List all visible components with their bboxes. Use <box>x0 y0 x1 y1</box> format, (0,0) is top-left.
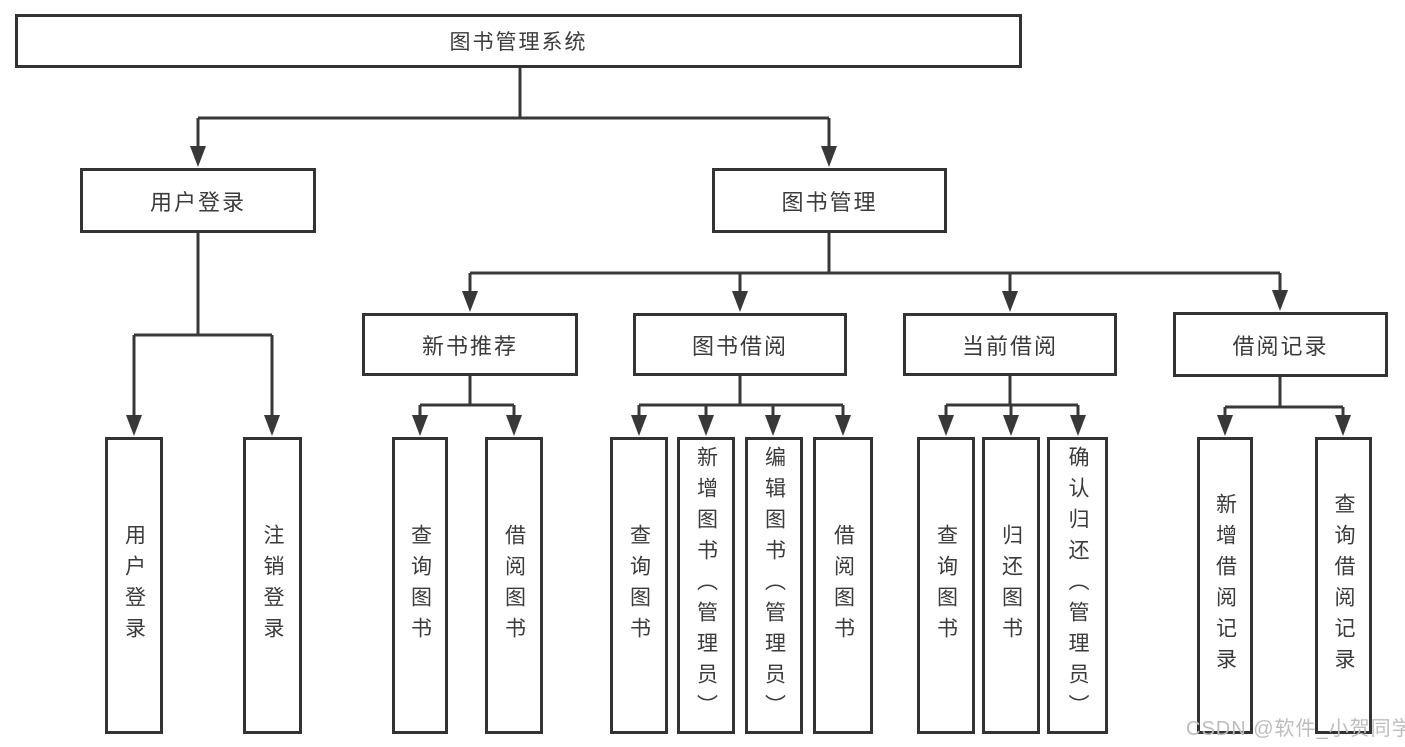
leaf-label: 借阅图书 <box>831 523 855 648</box>
node-label: 借阅记录 <box>1232 333 1329 359</box>
node-current-borrowing: 当前借阅 <box>903 313 1117 376</box>
node-book-borrowing: 图书借阅 <box>633 313 847 376</box>
node-label: 图书管理系统 <box>449 31 588 54</box>
node-label: 新书推荐 <box>421 333 518 359</box>
leaf-logout: 注销登录 <box>243 437 302 734</box>
leaf-label: 注销登录 <box>261 523 284 648</box>
leaf-label: 用户登录 <box>122 523 146 648</box>
node-user-login: 用户登录 <box>80 168 316 233</box>
node-borrowing-records: 借阅记录 <box>1173 312 1388 377</box>
node-label: 图书管理 <box>781 189 878 215</box>
leaf-label: 确认归还（管理员） <box>1066 446 1089 725</box>
watermark: CSDN @软件_小贺同学 <box>1186 718 1405 740</box>
node-library-system: 图书管理系统 <box>15 14 1022 68</box>
node-book-management: 图书管理 <box>712 168 947 233</box>
leaf-user-login: 用户登录 <box>105 437 163 734</box>
node-label: 图书借阅 <box>691 333 788 359</box>
leaf-label: 借阅图书 <box>502 523 526 648</box>
leaf-label: 新增图书（管理员） <box>694 446 718 725</box>
leaf-label: 编辑图书（管理员） <box>762 446 786 725</box>
leaf-bb-query-books: 查询图书 <box>610 437 668 734</box>
leaf-bb-add-books-admin: 新增图书（管理员） <box>677 437 735 734</box>
leaf-bb-borrow-books: 借阅图书 <box>813 437 873 734</box>
leaf-label: 归还图书 <box>999 523 1023 648</box>
leaf-cb-confirm-return-admin: 确认归还（管理员） <box>1047 437 1108 734</box>
leaf-label: 查询图书 <box>627 523 651 648</box>
leaf-nr-query-books: 查询图书 <box>392 437 448 734</box>
node-label: 用户登录 <box>149 189 246 215</box>
leaf-br-query-record: 查询借阅记录 <box>1315 437 1372 734</box>
node-new-book-recommend: 新书推荐 <box>362 313 578 376</box>
leaf-br-add-record: 新增借阅记录 <box>1197 437 1253 734</box>
leaf-cb-query-books: 查询图书 <box>917 437 975 734</box>
leaf-nr-borrow-books: 借阅图书 <box>485 437 543 734</box>
leaf-cb-return-books: 归还图书 <box>982 437 1040 734</box>
leaf-label: 查询图书 <box>408 523 432 648</box>
leaf-label: 新增借阅记录 <box>1213 492 1237 679</box>
leaf-label: 查询借阅记录 <box>1332 492 1355 679</box>
node-label: 当前借阅 <box>961 333 1058 359</box>
leaf-label: 查询图书 <box>934 523 958 648</box>
leaf-bb-edit-books-admin: 编辑图书（管理员） <box>745 437 803 734</box>
